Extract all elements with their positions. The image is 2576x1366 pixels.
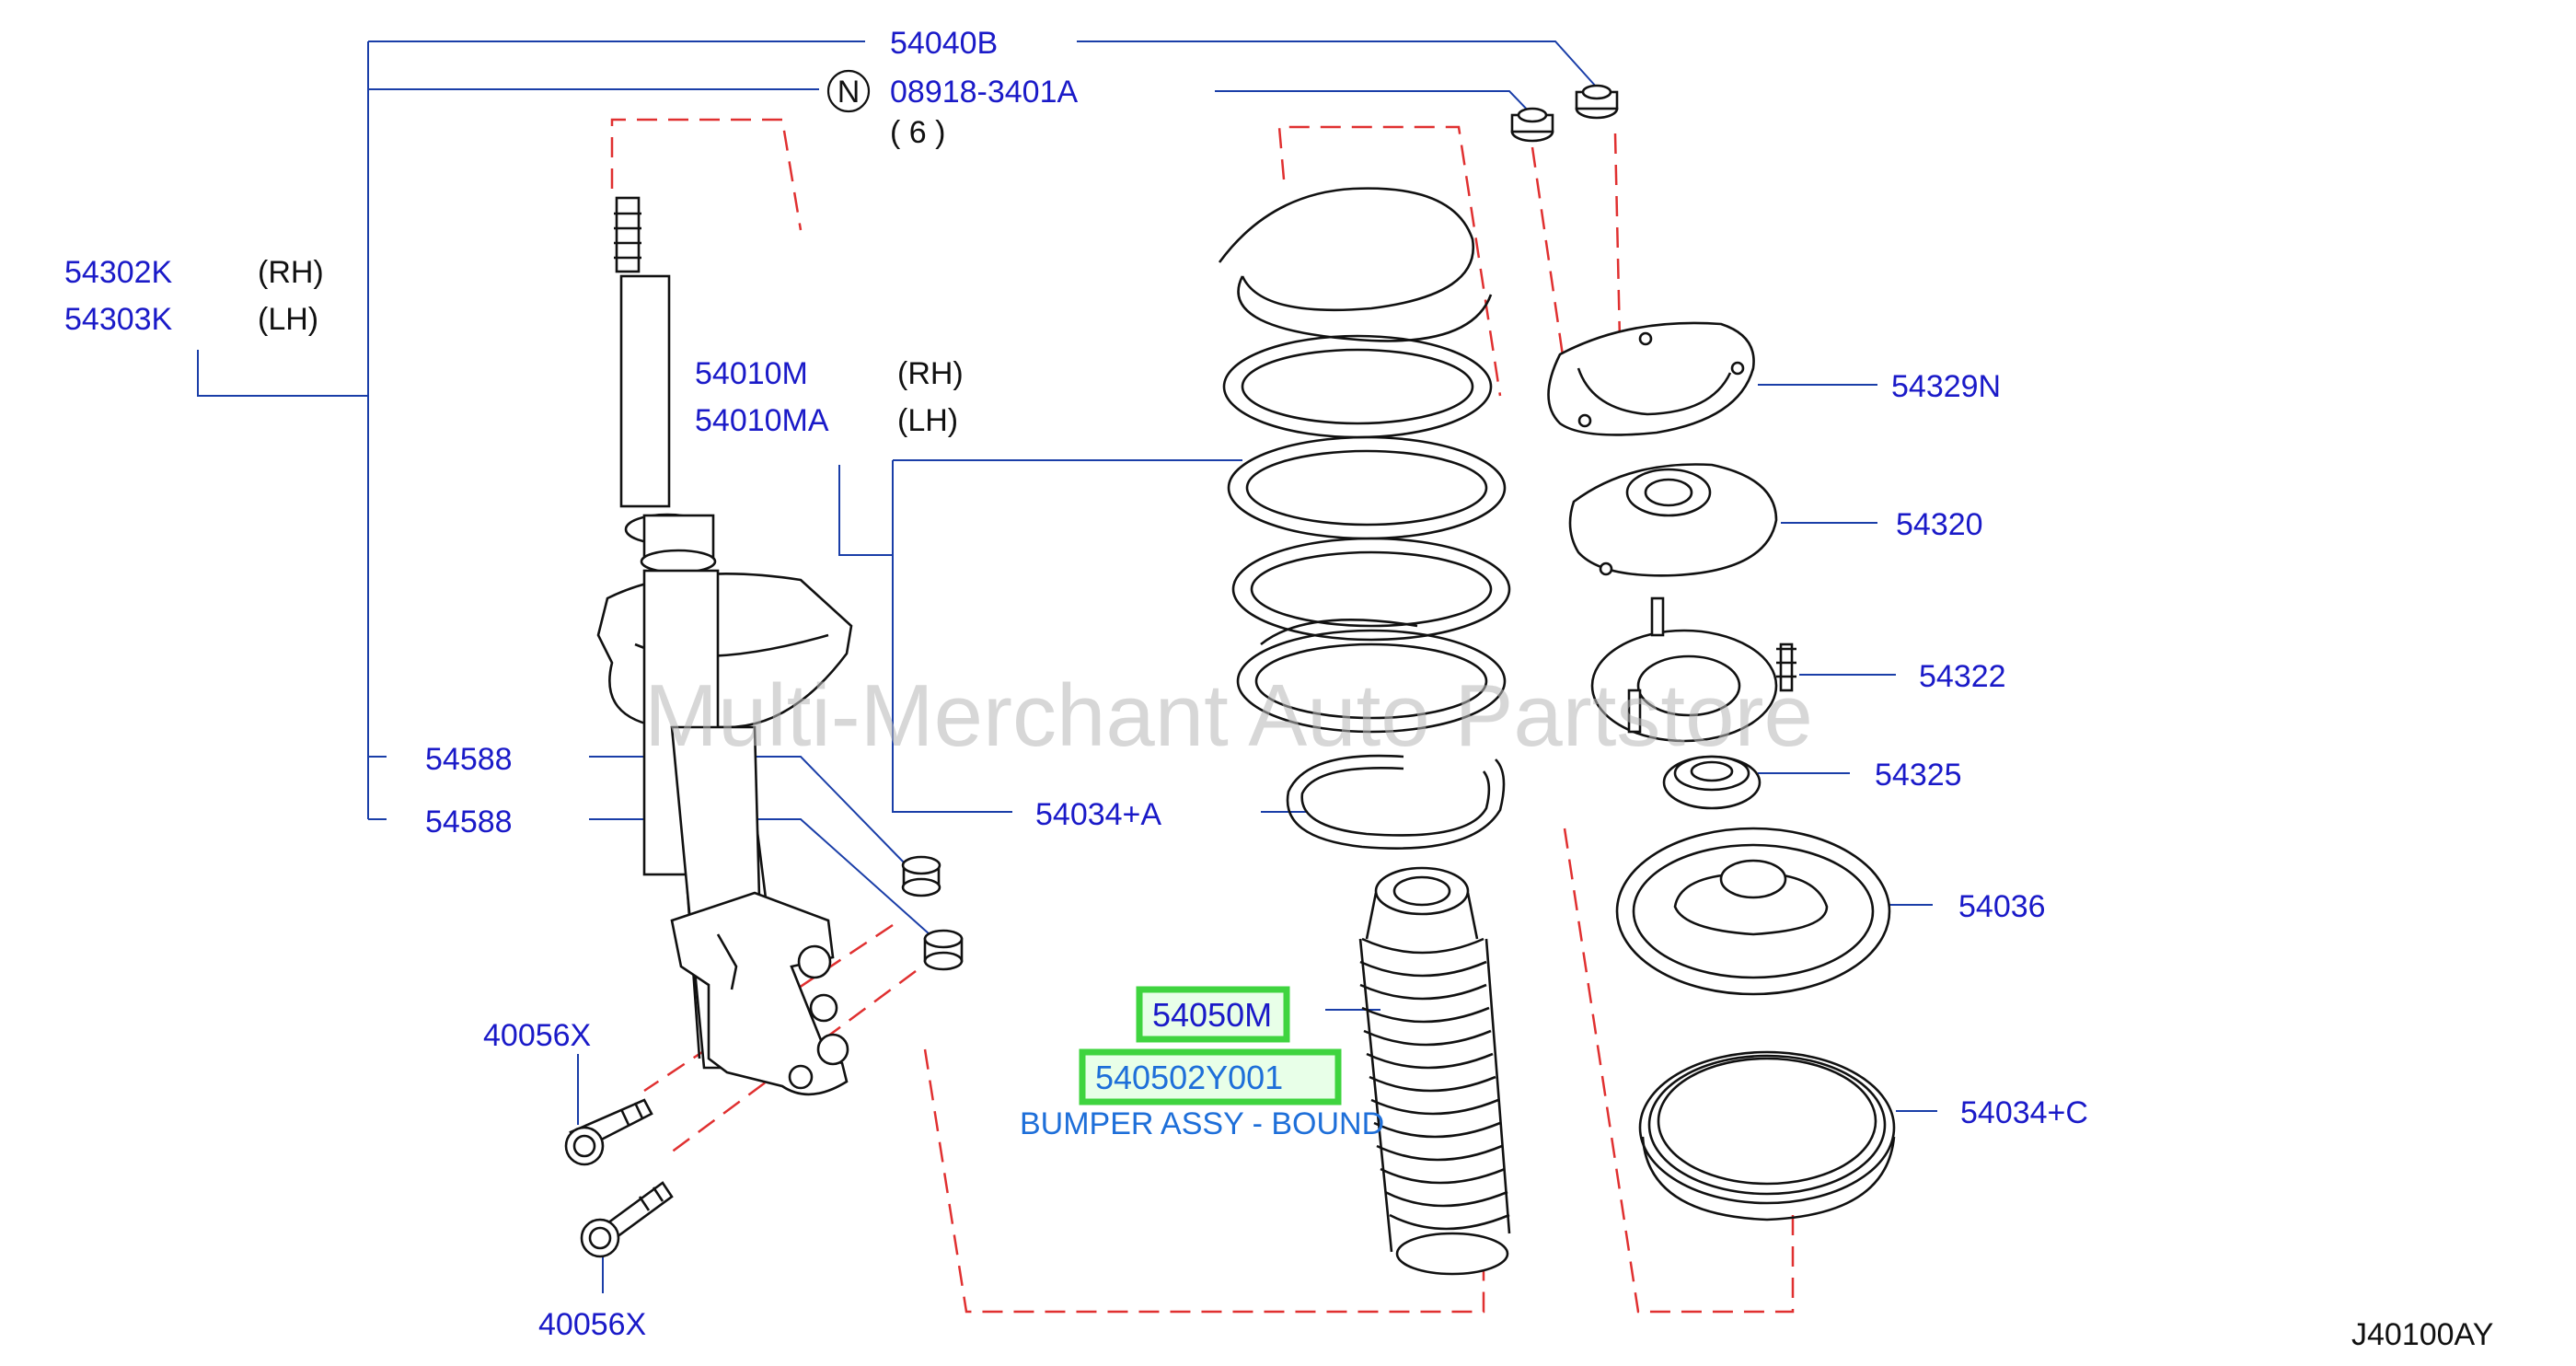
mount-plate-54329n: [1547, 321, 1755, 436]
part-number-40056x-lower[interactable]: 40056X: [538, 1307, 646, 1342]
side-54303k: (LH): [258, 302, 318, 337]
spring-seat-54036: [1615, 827, 1891, 996]
assembly-dashed-lines: [610, 118, 1795, 1314]
side-54010ma: (LH): [897, 403, 958, 438]
watermark-text: Multi-Merchant Auto Partstore: [644, 666, 1813, 765]
part-number-54050m[interactable]: 54050M: [1152, 996, 1272, 1034]
strut-mount-54320: [1568, 463, 1778, 577]
part-number-54320[interactable]: 54320: [1896, 507, 1983, 542]
knuckle-bolts-40056x: [564, 1098, 674, 1258]
part-number-54302k[interactable]: 54302K: [64, 255, 173, 290]
bound-bumper-boot: [1358, 866, 1511, 1276]
diagram-reference-code: J40100AY: [2351, 1317, 2493, 1352]
part-description-bumper: BUMPER ASSY - BOUND: [1020, 1106, 1384, 1141]
side-54010m: (RH): [897, 356, 964, 391]
leader-lines: [197, 41, 1937, 1293]
highlight-box-54050m: [1136, 986, 1290, 1043]
part-number-540502y001[interactable]: 540502Y001: [1095, 1059, 1283, 1096]
upper-spring-insulator: [1638, 1050, 1896, 1221]
part-number-54588-upper[interactable]: 54588: [425, 742, 513, 777]
part-number-54034-a[interactable]: 54034+A: [1035, 797, 1161, 832]
coil-spring: [1218, 187, 1511, 734]
part-number-54325[interactable]: 54325: [1875, 758, 1962, 793]
lower-spring-insulator: [1286, 754, 1506, 850]
highlight-box-540502y001: [1079, 1048, 1342, 1106]
part-number-54040b[interactable]: 54040B: [890, 26, 998, 61]
part-number-54010m[interactable]: 54010M: [695, 356, 808, 391]
strut-nuts-54588: [901, 855, 964, 971]
part-number-54010ma[interactable]: 54010MA: [695, 403, 829, 438]
side-54302k: (RH): [258, 255, 324, 290]
strut-assembly: [596, 196, 853, 1096]
part-number-54329n[interactable]: 54329N: [1891, 369, 2001, 404]
strut-mount-54322: [1590, 596, 1796, 743]
top-nuts: [1510, 84, 1619, 143]
notice-symbol-icon: [826, 69, 871, 113]
part-number-54322[interactable]: 54322: [1919, 659, 2006, 694]
part-number-54588-lower[interactable]: 54588: [425, 805, 513, 839]
quantity-08918-3401a: ( 6 ): [890, 115, 945, 150]
part-number-08918-3401a[interactable]: 08918-3401A: [890, 75, 1079, 110]
notice-symbol-letter: N: [837, 75, 861, 110]
part-number-54303k[interactable]: 54303K: [64, 302, 173, 337]
part-number-54036[interactable]: 54036: [1958, 889, 2046, 924]
part-number-54034-c[interactable]: 54034+C: [1960, 1095, 2088, 1130]
part-number-40056x-upper[interactable]: 40056X: [483, 1018, 591, 1053]
strut-bearing-54325: [1662, 755, 1762, 810]
part-labels: 54040B N 08918-3401A ( 6 ) 54302K (RH) 5…: [64, 26, 2493, 1352]
